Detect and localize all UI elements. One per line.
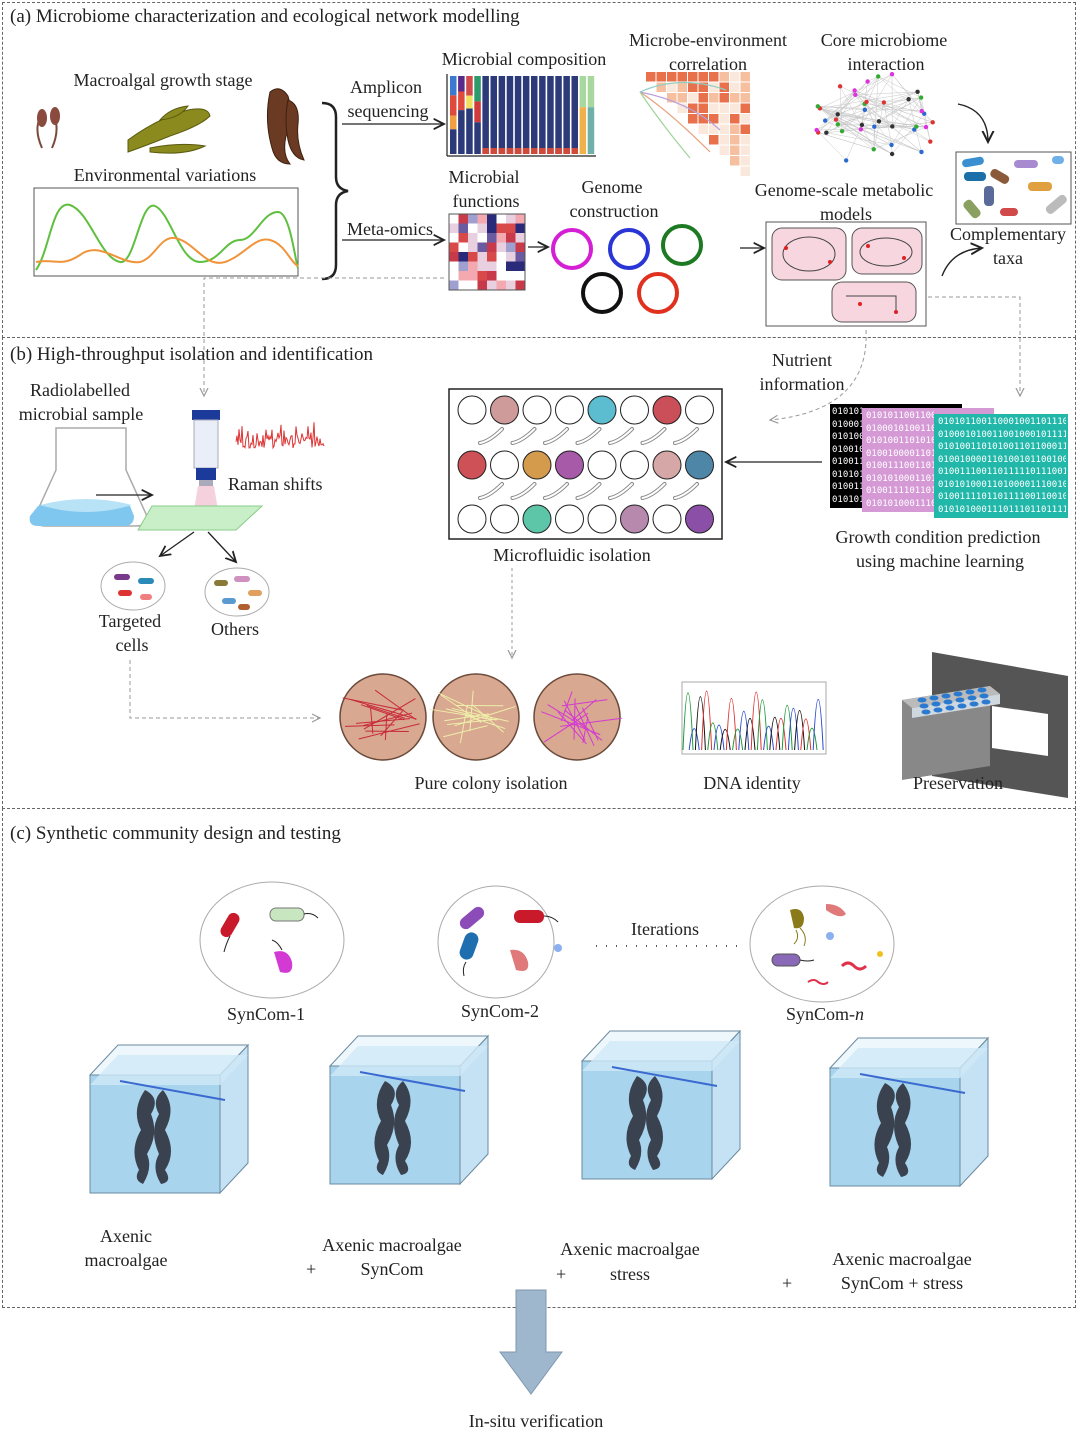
radio-label-2: microbial sample: [18, 404, 144, 424]
env-line-green: [35, 203, 299, 271]
composition-bars: [446, 74, 596, 157]
core-microbiome-network: [814, 72, 935, 163]
freezer-icon: [902, 652, 1068, 798]
syncom2-label: SynCom-2: [460, 1001, 540, 1021]
green-kelp-icon: [127, 105, 211, 154]
microfluidic-label: Microfluidic isolation: [493, 545, 651, 565]
correlation-label-1: Microbe-environment: [629, 30, 787, 50]
targeted-cells-circle: [100, 561, 166, 611]
tank2-label-2: SynCom: [360, 1259, 424, 1279]
core-label-2: interaction: [847, 54, 925, 74]
metabolic-models: [771, 227, 923, 323]
nutrient-label-1: Nutrient: [772, 350, 832, 370]
correlation-matrix: [639, 72, 750, 176]
tank2-label-1: Axenic macroalgae: [322, 1235, 462, 1255]
iterations-label: Iterations: [631, 919, 699, 939]
panel-b-title: (b) High-throughput isolation and identi…: [10, 344, 374, 365]
tank4-plus: +: [782, 1273, 793, 1293]
dna-chromatogram: [682, 690, 824, 751]
aquarium-tanks: [88, 1029, 990, 1195]
gsm-label-2: models: [820, 204, 872, 224]
nutrient-label-2: information: [759, 374, 845, 394]
tank3-plus: +: [556, 1264, 567, 1284]
meta-omics-label: Meta-omics: [347, 219, 433, 239]
binary-panels: [830, 404, 1068, 518]
complementary-bacteria: [962, 156, 1067, 219]
growth-prediction-label-1: Growth condition prediction: [835, 527, 1041, 547]
raman-microscope-icon: [192, 410, 220, 522]
functions-label-2: functions: [452, 191, 520, 211]
preservation-label: Preservation: [913, 773, 1003, 793]
functions-label-1: Microbial: [448, 167, 520, 187]
syncom1-label: SynCom-1: [226, 1004, 306, 1024]
binary-text-black: 0101011001100010011011100010001010011001…: [832, 407, 862, 505]
radio-label-1: Radiolabelled: [30, 380, 130, 400]
insitu-label: In-situ verification: [468, 1411, 604, 1431]
complementary-label-2: taxa: [993, 248, 1023, 268]
others-label: Others: [211, 619, 259, 639]
functions-heatmap: [448, 213, 526, 291]
composition-label: Microbial composition: [441, 49, 607, 69]
gsm-label-1: Genome-scale metabolic: [754, 180, 934, 200]
syncom-circles: [199, 881, 895, 1003]
core-label-1: Core microbiome: [820, 30, 948, 50]
complementary-label-1: Complementary: [950, 224, 1066, 244]
growth-prediction-label-2: using machine learning: [856, 551, 1024, 571]
tank3-label-2: stress: [610, 1264, 650, 1284]
genome-label-2: construction: [569, 201, 659, 221]
tank4-label-2: SynCom + stress: [840, 1273, 964, 1293]
dna-identity-label: DNA identity: [703, 773, 801, 793]
panel-c-title: (c) Synthetic community design and testi…: [10, 823, 341, 844]
glass-slide: [137, 505, 264, 531]
flask-icon: [29, 427, 148, 527]
amplicon-label-1: Amplicon: [350, 77, 422, 97]
raman-label: Raman shifts: [228, 474, 323, 494]
raman-spectrum: [235, 422, 325, 450]
tank4-label-1: Axenic macroalgae: [832, 1249, 972, 1269]
petri-dishes: [339, 673, 622, 761]
tank1-label-2: macroalgae: [84, 1250, 168, 1270]
targeted-label-2: cells: [115, 635, 149, 655]
tank3-label-1: Axenic macroalgae: [560, 1239, 700, 1259]
syncomn-label: SynCom-n: [785, 1004, 865, 1024]
tank1-label-1: Axenic: [100, 1226, 152, 1246]
panel-a-title: (a) Microbiome characterization and ecol…: [10, 6, 520, 27]
binary-text-pink: 0101011001100010011011100010001010011001…: [866, 411, 934, 509]
curly-brace: [321, 101, 349, 281]
pure-colony-label: Pure colony isolation: [414, 773, 568, 793]
seaweed-sprout-icon: [36, 107, 60, 149]
targeted-label-1: Targeted: [98, 611, 162, 631]
brown-kelp-icon: [266, 88, 305, 165]
tank2-plus: +: [306, 1259, 317, 1279]
env-line-orange: [35, 236, 299, 267]
genome-circles: [551, 224, 703, 314]
env-variations-label: Environmental variations: [73, 165, 257, 185]
amplicon-label-2: sequencing: [347, 101, 429, 121]
growth-stage-label: Macroalgal growth stage: [73, 70, 253, 90]
down-arrow: [499, 1289, 563, 1395]
correlation-label-2: correlation: [669, 54, 747, 74]
microfluidic-wells: [457, 395, 714, 534]
genome-label-1: Genome: [581, 177, 643, 197]
